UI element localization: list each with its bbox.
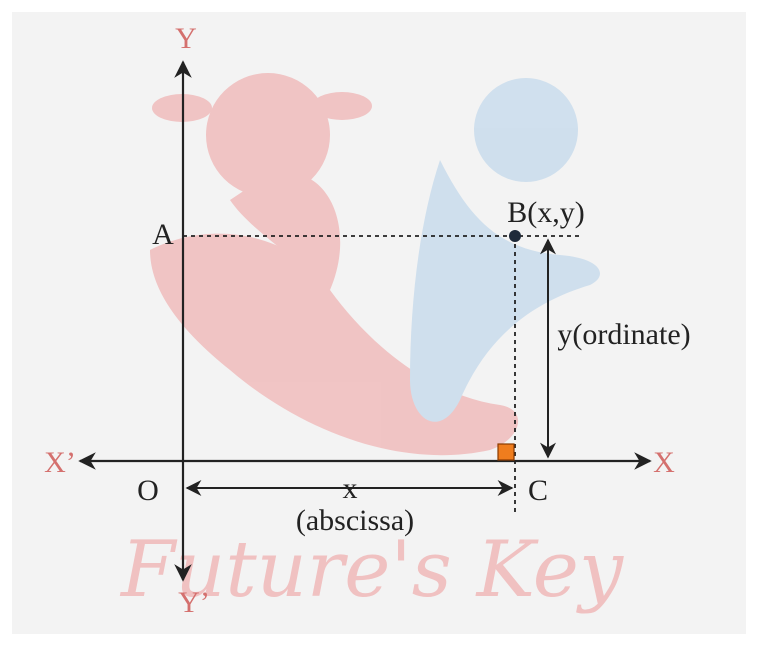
right-angle-marker <box>497 443 515 461</box>
abscissa-x-label: x <box>343 472 358 505</box>
watermark-bun-right <box>312 92 372 120</box>
ordinate-label: y(ordinate) <box>557 318 690 351</box>
origin-label: O <box>137 474 159 507</box>
watermark-logo <box>150 73 600 456</box>
x-axis-positive-label: X <box>653 446 675 479</box>
abscissa-caption: (abscissa) <box>296 504 414 537</box>
y-axis-positive-label: Y <box>175 22 197 55</box>
point-a-label: A <box>152 218 174 251</box>
watermark-text: Future's Key <box>119 525 624 615</box>
diagram-background <box>12 12 746 634</box>
watermark-heart <box>230 172 341 290</box>
watermark-body-right <box>410 160 600 422</box>
x-axis-negative-label: X’ <box>44 446 76 479</box>
point-b-dot <box>509 230 521 242</box>
y-axis-negative-label: Y’ <box>178 586 210 619</box>
watermark-head-left <box>206 73 330 197</box>
point-b-label: B(x,y) <box>507 196 585 229</box>
point-c-label: C <box>528 474 548 507</box>
watermark-head-right <box>474 78 578 182</box>
